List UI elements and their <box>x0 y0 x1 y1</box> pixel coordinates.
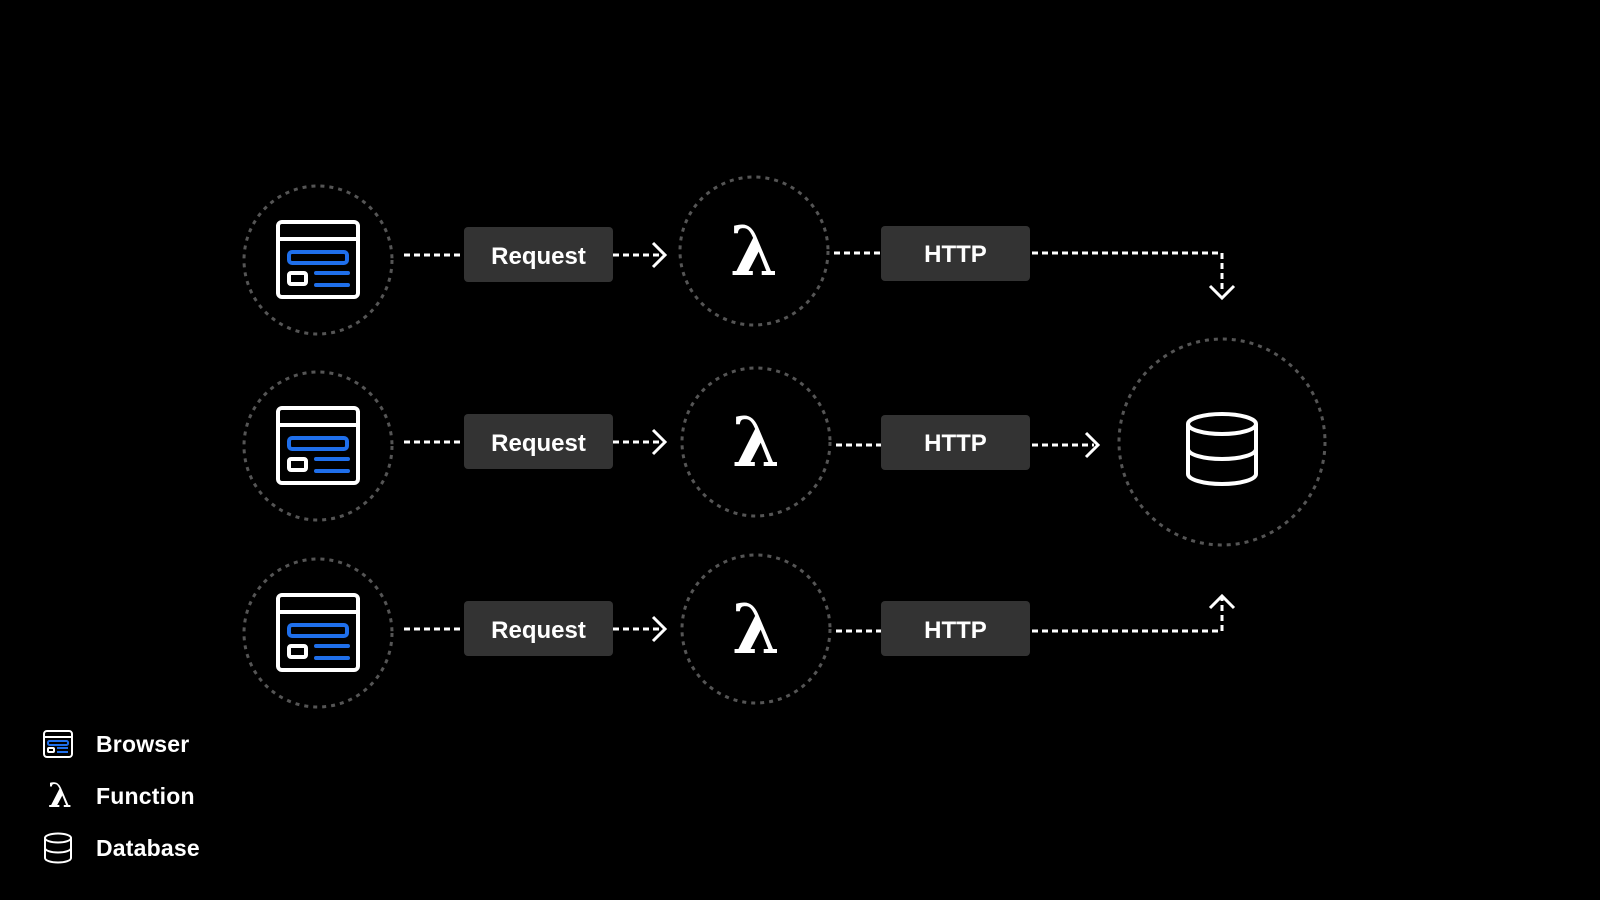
browser-icon <box>276 406 360 485</box>
legend-item-database: Database <box>42 822 200 874</box>
arrow-right-icon <box>1084 431 1101 459</box>
browser-icon <box>276 593 360 672</box>
request-label: Request <box>491 617 586 644</box>
browser-node-ring <box>242 370 394 522</box>
http-label: HTTP <box>924 617 987 644</box>
arrow-down-icon <box>1208 284 1236 301</box>
flow-row-1: Request λ HTTP <box>242 175 1236 336</box>
arrow-right-icon <box>651 615 668 643</box>
http-label: HTTP <box>924 430 987 457</box>
lambda-icon: λ <box>730 212 778 292</box>
request-label-box <box>464 414 613 469</box>
connector-line <box>1032 598 1224 633</box>
browser-icon <box>42 726 82 762</box>
request-label: Request <box>491 243 586 270</box>
function-node-ring <box>678 175 830 327</box>
http-label: HTTP <box>924 241 987 268</box>
arrow-right-icon <box>651 241 668 269</box>
lambda-icon: λ <box>48 776 72 816</box>
lambda-icon: λ <box>732 590 780 670</box>
http-label-box <box>881 601 1030 656</box>
browser-icon <box>276 220 360 299</box>
legend-label-browser: Browser <box>96 730 190 757</box>
flow-row-2: Request λ HTTP <box>242 366 1101 522</box>
browser-node-ring <box>242 557 394 709</box>
legend: Browser λ Function Database <box>42 718 200 874</box>
browser-node-ring <box>242 184 394 336</box>
connector-line <box>1032 251 1224 290</box>
database-icon <box>42 830 82 866</box>
http-label-box <box>881 415 1030 470</box>
legend-label-function: Function <box>96 782 195 809</box>
arrow-up-icon <box>1208 593 1236 610</box>
request-label: Request <box>491 430 586 457</box>
database-node <box>1117 337 1327 547</box>
database-node-ring <box>1117 337 1327 547</box>
request-label-box <box>464 227 613 282</box>
legend-label-database: Database <box>96 834 200 861</box>
database-icon <box>1186 412 1258 486</box>
lambda-icon: λ <box>732 403 780 483</box>
http-label-box <box>881 226 1030 281</box>
flow-row-3: Request λ HTTP <box>242 553 1236 709</box>
arrow-right-icon <box>651 428 668 456</box>
function-node-ring <box>680 366 832 518</box>
legend-item-browser: Browser <box>42 718 200 770</box>
function-node-ring <box>680 553 832 705</box>
legend-item-function: λ Function <box>42 770 200 822</box>
request-label-box <box>464 601 613 656</box>
